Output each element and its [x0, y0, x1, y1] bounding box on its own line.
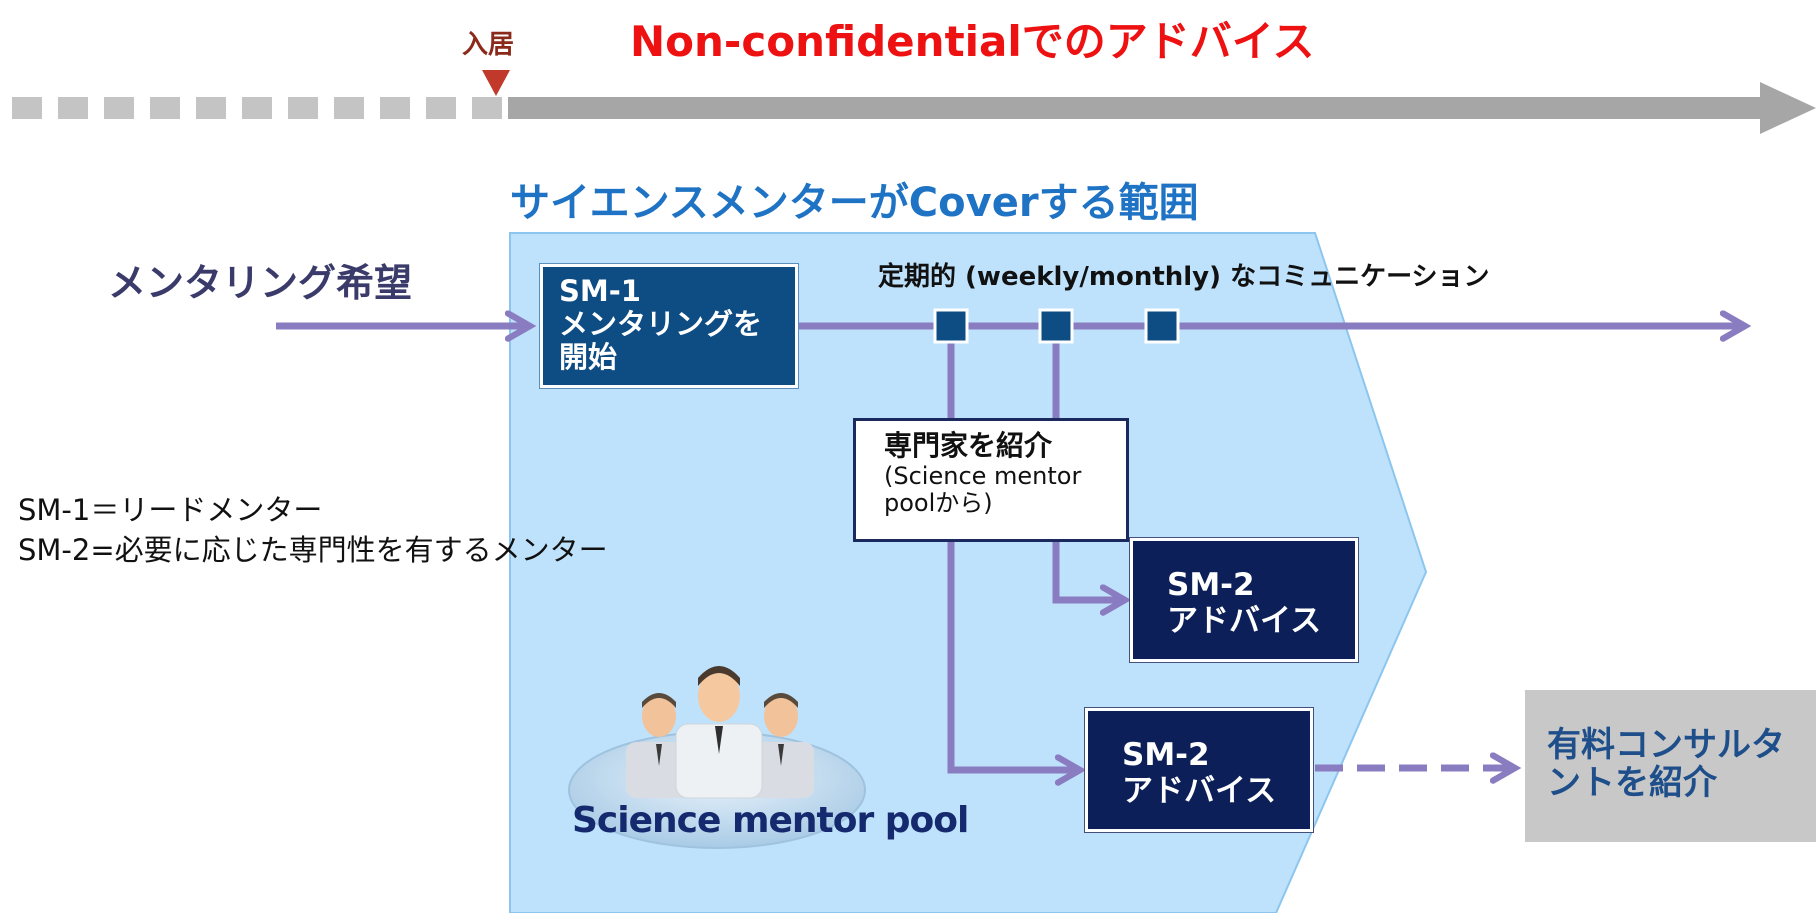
- communication-node: [1038, 308, 1074, 344]
- timeline-dashed: [12, 97, 502, 119]
- sm2-box-line: アドバイス: [1167, 603, 1322, 639]
- legend-line-sm1: SM-1＝リードメンター: [18, 493, 323, 527]
- expert-box-note: (Science mentor: [884, 462, 1082, 490]
- legend-line-sm2: SM-2=必要に応じた専門性を有するメンター: [18, 533, 608, 567]
- scope-title: サイエンスメンターがCoverする範囲: [510, 180, 1199, 226]
- communication-nodes: [933, 308, 1180, 344]
- consultant-box-line: ントを紹介: [1547, 763, 1717, 803]
- paid-consultant-box: 有料コンサルタ ントを紹介: [1525, 690, 1816, 842]
- sm1-box-line: 開始: [559, 340, 618, 374]
- sm2-box-line: アドバイス: [1122, 773, 1277, 809]
- communication-node: [1144, 308, 1180, 344]
- expert-box-note: poolから): [884, 489, 993, 517]
- sm1-start-box: SM-1 メンタリングを 開始: [539, 263, 799, 389]
- branch-to-sm2-a: [1052, 326, 1132, 616]
- timeline-arrow: [508, 82, 1816, 134]
- header-title: Non-confidentialでのアドバイス: [630, 17, 1315, 66]
- expert-box-title: 専門家を紹介: [884, 429, 1053, 462]
- sm2-advice-box: SM-2 アドバイス: [1129, 537, 1359, 663]
- move-in-marker-icon: [482, 70, 510, 96]
- sm2-box-line: SM-2: [1122, 737, 1210, 773]
- consultant-box-line: 有料コンサルタ: [1547, 725, 1785, 765]
- sm2-advice-box: SM-2 アドバイス: [1084, 707, 1314, 833]
- science-mentor-pool-label: Science mentor pool: [572, 800, 969, 841]
- communication-node: [933, 308, 969, 344]
- people-group-icon: [568, 666, 866, 849]
- legend: SM-1＝リードメンター SM-2=必要に応じた専門性を有するメンター: [18, 490, 608, 570]
- expert-introduction-box: 専門家を紹介 (Science mentor poolから): [853, 418, 1129, 542]
- mentoring-request-label: メンタリング希望: [108, 261, 413, 305]
- move-in-label: 入居: [462, 30, 515, 60]
- sm1-box-line: メンタリングを: [559, 307, 763, 341]
- sm1-box-line: SM-1: [559, 274, 641, 308]
- communication-label: 定期的 (weekly/monthly) なコミュニケーション: [878, 262, 1490, 292]
- sm2-box-line: SM-2: [1167, 567, 1255, 603]
